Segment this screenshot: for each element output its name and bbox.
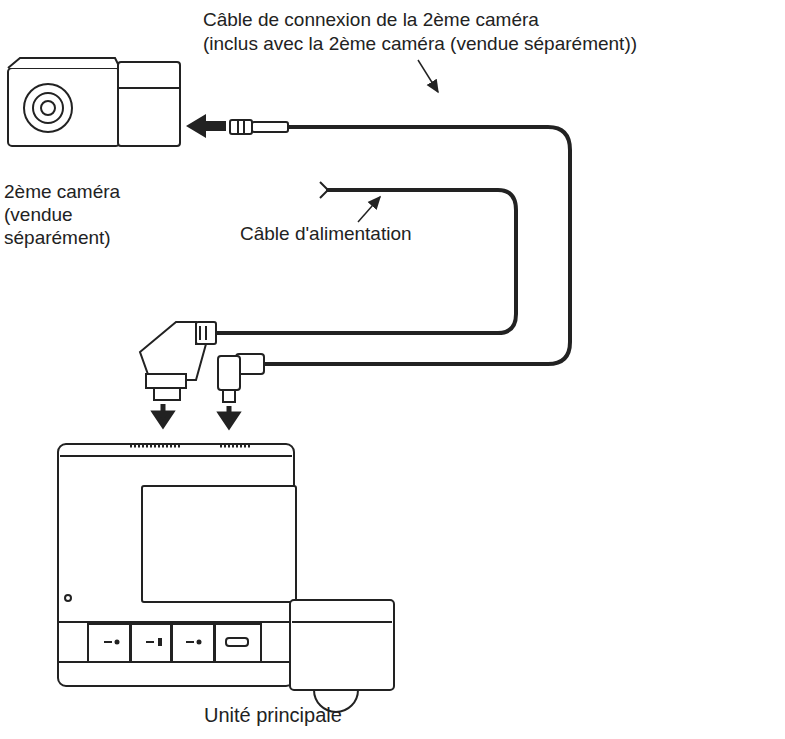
camera-plug (230, 120, 288, 134)
power-plug (140, 322, 216, 400)
unit-label: Unité principale (204, 704, 464, 727)
camera-label: 2ème caméra (vendue séparément) (4, 180, 132, 249)
unit-plug-small (218, 354, 264, 402)
power-cable-label: Câble d'alimentation (240, 222, 500, 245)
second-camera (8, 58, 180, 146)
main-unit (58, 444, 394, 712)
connection-cable (262, 127, 570, 364)
cable-note: (inclus avec la 2ème caméra (vendue sépa… (203, 32, 778, 55)
power-cable (214, 190, 516, 333)
cable-label: Câble de connexion de la 2ème caméra (203, 8, 763, 31)
